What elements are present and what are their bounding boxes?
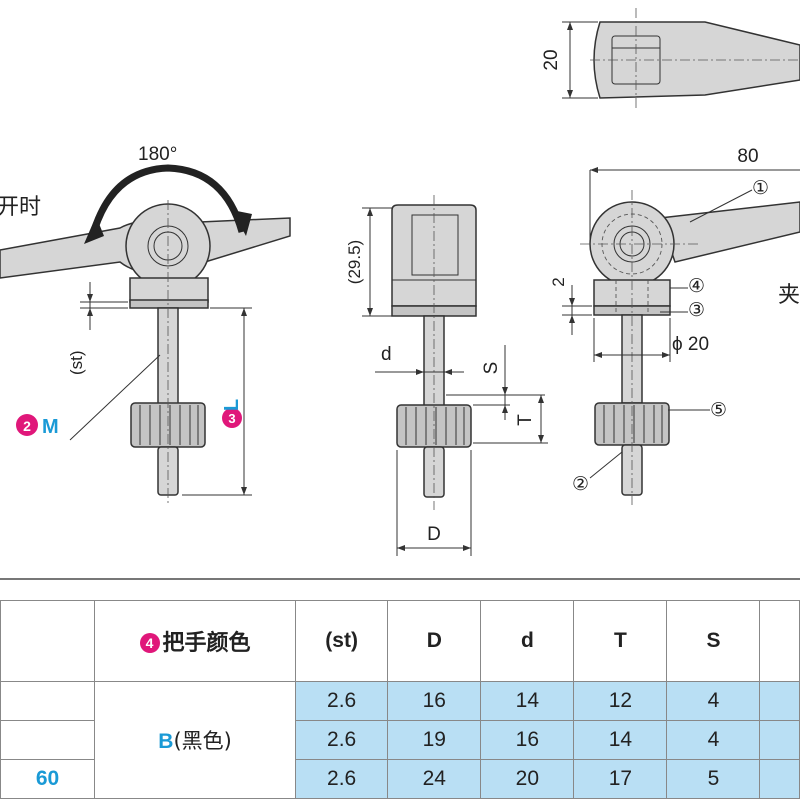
dim-st: (st) — [67, 350, 86, 375]
badge-m-num: 2 — [23, 418, 31, 434]
cell-T: 17 — [573, 759, 668, 799]
callout-4: ④ — [688, 276, 705, 297]
cell-D: 19 — [387, 720, 482, 760]
callout-3: ③ — [688, 300, 705, 321]
cell-d: 16 — [480, 720, 575, 760]
label-l: L — [221, 399, 243, 411]
left-cell — [0, 720, 96, 760]
badge-4: 4 — [139, 633, 160, 653]
right-view: 80 夹 2 ϕ 20 ① ④ ③ ⑤ ② — [549, 146, 800, 505]
color-cell: B(黑色) — [94, 681, 297, 799]
table-row: B(黑色) 2.6 16 14 12 4 — [0, 681, 800, 799]
dim-S: S — [481, 362, 502, 375]
table-row: 2.6 19 16 14 4 — [0, 720, 800, 760]
badge-l — [222, 408, 242, 428]
side-view: (29.5) d S T D — [345, 195, 548, 556]
cell-overflow — [759, 720, 800, 760]
cell-d: 20 — [480, 759, 575, 799]
header-blank — [0, 600, 96, 682]
header-handle-color-text: 把手颜色 — [162, 631, 251, 656]
cell-d: 14 — [480, 681, 575, 721]
badge-l-num: 3 — [228, 411, 235, 426]
dim-d: d — [381, 344, 392, 365]
dim-T: T — [515, 414, 536, 426]
left-value: 60 — [35, 767, 60, 790]
cell-st: 2.6 — [295, 681, 389, 721]
header-st: (st) — [295, 600, 389, 682]
cell-T: 12 — [573, 681, 668, 721]
cell-S: 4 — [666, 720, 761, 760]
header-S: S — [666, 600, 761, 682]
cell-S: 4 — [666, 681, 761, 721]
dim-29-5: (29.5) — [345, 240, 364, 284]
callout-2: ② — [572, 474, 589, 495]
color-name: (黑色) — [173, 729, 232, 753]
cell-st: 2.6 — [295, 759, 389, 799]
left-cell — [0, 681, 96, 721]
cell-D: 16 — [387, 681, 482, 721]
cell-S: 5 — [666, 759, 761, 799]
header-d: d — [480, 600, 575, 682]
cell-st: 2.6 — [295, 720, 389, 760]
left-view: 180° 开时 (st) 2 M 3 L — [0, 144, 291, 505]
cell-overflow — [759, 759, 800, 799]
dim-phi-20: ϕ 20 — [672, 334, 709, 355]
section-divider — [0, 578, 800, 580]
left-cell: 60 — [0, 759, 96, 799]
table-row: 60 2.6 24 20 17 5 — [0, 759, 800, 799]
open-label: 开时 — [0, 195, 41, 220]
cell-T: 14 — [573, 720, 668, 760]
header-D: D — [387, 600, 482, 682]
color-code: B — [158, 730, 174, 753]
header-overflow — [759, 600, 800, 682]
cell-overflow — [759, 681, 800, 721]
label-m: M — [42, 416, 59, 438]
dim-D: D — [427, 524, 441, 545]
clamp-label: 夹 — [778, 283, 800, 308]
dim-top-width: 20 — [541, 49, 562, 70]
cell-D: 24 — [387, 759, 482, 799]
callout-5: ⑤ — [710, 400, 727, 421]
dim-2: 2 — [549, 277, 568, 286]
rotation-label: 180° — [138, 144, 177, 165]
callout-1: ① — [752, 178, 769, 199]
header-T: T — [573, 600, 668, 682]
badge-m — [16, 414, 38, 436]
dim-80: 80 — [737, 146, 758, 167]
technical-drawing: 20 180° 开时 (st) — [0, 8, 800, 556]
top-view: 20 — [541, 8, 800, 108]
